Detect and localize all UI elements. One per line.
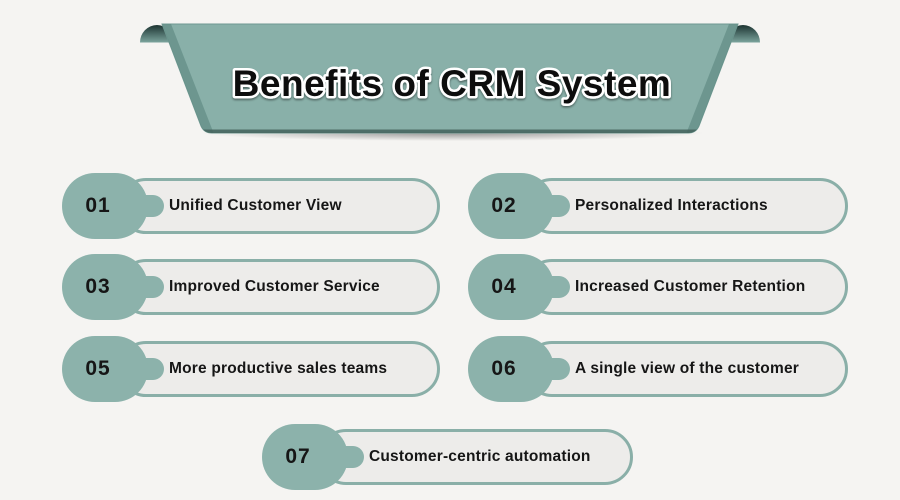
benefit-number: 05 xyxy=(85,357,111,380)
benefit-label: More productive sales teams xyxy=(169,360,388,377)
benefit-item: A single view of the customer 06 xyxy=(468,336,848,402)
benefit-number: 02 xyxy=(491,194,517,217)
number-badge: 07 xyxy=(262,424,348,490)
benefit-item: Personalized Interactions 02 xyxy=(468,173,848,239)
ribbon-shading xyxy=(162,24,738,133)
number-badge: 04 xyxy=(468,254,554,320)
benefit-number: 01 xyxy=(85,194,111,217)
benefit-pill: Improved Customer Service xyxy=(118,259,440,315)
ribbon-banner: Benefits of CRM System xyxy=(140,23,760,141)
benefit-pill: Customer-centric automation xyxy=(318,429,633,485)
banner-title: Benefits of CRM System xyxy=(233,63,672,104)
benefit-number: 04 xyxy=(491,275,517,298)
number-badge: 01 xyxy=(62,173,148,239)
benefit-pill: Increased Customer Retention xyxy=(524,259,848,315)
benefit-number: 03 xyxy=(85,275,111,298)
benefit-label: Improved Customer Service xyxy=(169,278,380,295)
benefit-number: 07 xyxy=(285,445,311,468)
benefit-item: Increased Customer Retention 04 xyxy=(468,254,848,320)
number-badge: 03 xyxy=(62,254,148,320)
number-badge: 02 xyxy=(468,173,554,239)
benefit-pill: Personalized Interactions xyxy=(524,178,848,234)
benefit-item: Improved Customer Service 03 xyxy=(62,254,440,320)
benefit-item: Customer-centric automation 07 xyxy=(262,424,633,490)
benefit-label: A single view of the customer xyxy=(575,360,799,377)
benefit-label: Unified Customer View xyxy=(169,197,342,214)
number-badge: 05 xyxy=(62,336,148,402)
benefit-pill: A single view of the customer xyxy=(524,341,848,397)
number-badge: 06 xyxy=(468,336,554,402)
benefit-number: 06 xyxy=(491,357,517,380)
benefit-pill: Unified Customer View xyxy=(118,178,440,234)
benefit-item: More productive sales teams 05 xyxy=(62,336,440,402)
benefit-label: Personalized Interactions xyxy=(575,197,768,214)
benefit-pill: More productive sales teams xyxy=(118,341,440,397)
benefit-label: Customer-centric automation xyxy=(369,448,591,465)
benefit-item: Unified Customer View 01 xyxy=(62,173,440,239)
benefit-label: Increased Customer Retention xyxy=(575,278,806,295)
